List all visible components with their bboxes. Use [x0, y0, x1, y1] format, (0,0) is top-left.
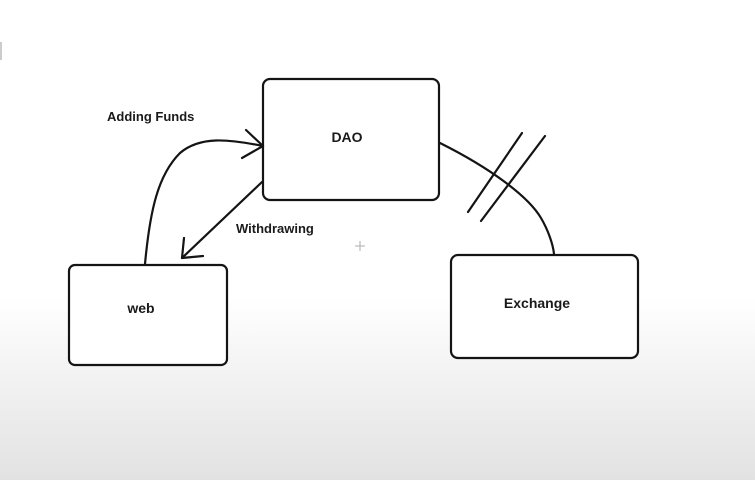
withdrawing-arrowhead: [180, 236, 205, 260]
withdrawing-arrow: Withdrawing: [180, 180, 314, 260]
blocked-connection: [438, 131, 556, 256]
adding-funds-label: Adding Funds: [107, 109, 194, 124]
withdrawing-line: [180, 180, 264, 260]
exchange-node: Exchange: [449, 253, 640, 360]
adding-funds-arrowhead: [240, 128, 265, 160]
dao-node: DAO: [261, 77, 441, 202]
block-slash-2: [479, 134, 547, 223]
dao-label: DAO: [331, 129, 362, 145]
dao-box: [261, 77, 441, 202]
web-box: [67, 263, 229, 367]
withdrawing-label: Withdrawing: [236, 221, 314, 236]
cursor-crosshair-icon: [355, 241, 365, 251]
adding-funds-line: [143, 139, 265, 266]
web-node: web: [67, 263, 229, 367]
adding-funds-arrow: Adding Funds: [107, 109, 265, 266]
block-slash-1: [466, 131, 524, 214]
exchange-box: [449, 253, 640, 360]
dao-exchange-line: [438, 141, 556, 256]
exchange-label: Exchange: [504, 295, 570, 311]
web-label: web: [126, 300, 154, 316]
